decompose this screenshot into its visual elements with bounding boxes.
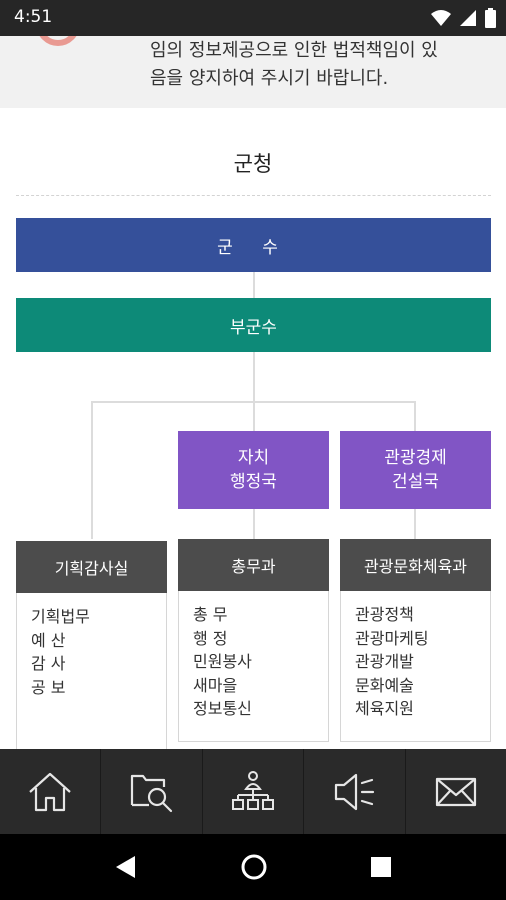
dept-3-item: 관광마케팅 (355, 628, 429, 648)
nav-org-button[interactable] (203, 749, 305, 834)
signal-icon (460, 10, 476, 26)
bureau-1-line2: 행정국 (230, 472, 277, 492)
nav-announcement-button[interactable] (304, 749, 406, 834)
dept-3-item: 문화예술 (355, 675, 414, 695)
dept-card-3: 관광문화체육과 관광정책 관광마케팅 관광개발 문화예술 체육지원 (340, 539, 491, 742)
dept-card-1: 기획감사실 기획법무 예 산 감 사 공 보 (16, 541, 167, 773)
connector-bureau1-drop (253, 509, 255, 539)
status-time: 4:51 (14, 7, 53, 27)
wifi-icon (431, 10, 451, 26)
status-icons (431, 8, 496, 28)
dept-3-list: 관광정책 관광마케팅 관광개발 문화예술 체육지원 (340, 591, 491, 742)
dept-card-2: 총무과 총 무 행 정 민원봉사 새마을 정보통신 (178, 539, 329, 742)
dept-1-item: 감 사 (31, 654, 66, 673)
dept-1-list: 기획법무 예 산 감 사 공 보 (16, 593, 167, 773)
dept-2-item: 새마을 (193, 675, 238, 695)
nav-search-button[interactable] (101, 749, 203, 834)
org-deputy-box[interactable]: 부군수 (16, 298, 491, 352)
dept-3-header[interactable]: 관광문화체육과 (340, 539, 491, 591)
connector-right-drop (414, 401, 416, 431)
battery-icon (485, 8, 496, 28)
connector-left-drop (91, 401, 93, 539)
dept-2-list: 총 무 행 정 민원봉사 새마을 정보통신 (178, 591, 329, 742)
org-top-box[interactable]: 군 수 (16, 218, 491, 272)
speaker-icon (335, 773, 375, 810)
dept-1-item: 기획법무 (31, 607, 90, 626)
section-title: 군청 (233, 152, 273, 176)
bureau-box-1[interactable]: 자치 행정국 (178, 431, 329, 509)
bureau-2-line1: 관광경제 (384, 448, 447, 468)
dept-2-header[interactable]: 총무과 (178, 539, 329, 591)
dept-3-item: 관광개발 (355, 652, 414, 671)
dept-2-item: 민원봉사 (193, 652, 252, 671)
dept-2-item: 행 정 (193, 628, 228, 648)
notice-mark-icon (36, 36, 80, 46)
notice-box: 임의 정보제공으로 인한 법적책임이 있 음을 양지하여 주시기 바랍니다. (0, 36, 506, 108)
bureau-1-line1: 자치 (237, 448, 270, 468)
nav-home-button[interactable] (0, 749, 102, 834)
home-icon (29, 772, 71, 811)
notice-text-line2: 음을 양지하여 주시기 바랍니다. (150, 68, 389, 89)
recents-icon[interactable] (370, 856, 392, 878)
dept-2-item: 정보통신 (193, 699, 252, 718)
connector-mid-drop (253, 401, 255, 431)
connector-bureau2-drop (414, 509, 416, 539)
back-icon[interactable] (113, 854, 139, 880)
bottom-nav (0, 749, 506, 834)
dept-1-item: 예 산 (31, 630, 66, 650)
dotted-divider (16, 195, 491, 196)
bureau-box-2[interactable]: 관광경제 건설국 (340, 431, 491, 509)
system-nav-bar (0, 834, 506, 900)
status-bar: 4:51 (0, 0, 506, 36)
org-chart-icon (232, 770, 275, 810)
dept-3-item: 체육지원 (355, 699, 414, 718)
folder-search-icon (130, 774, 172, 812)
dept-1-header[interactable]: 기획감사실 (16, 541, 167, 593)
nav-mail-button[interactable] (406, 749, 506, 834)
dept-1-item: 공 보 (31, 677, 66, 697)
dept-3-item: 관광정책 (355, 605, 414, 624)
dept-2-item: 총 무 (193, 605, 228, 624)
bureau-2-line2: 건설국 (392, 472, 439, 492)
notice-text-line1: 임의 정보제공으로 인한 법적책임이 있 (150, 40, 438, 61)
mail-icon (435, 777, 476, 806)
home-circle-icon[interactable] (240, 853, 268, 881)
